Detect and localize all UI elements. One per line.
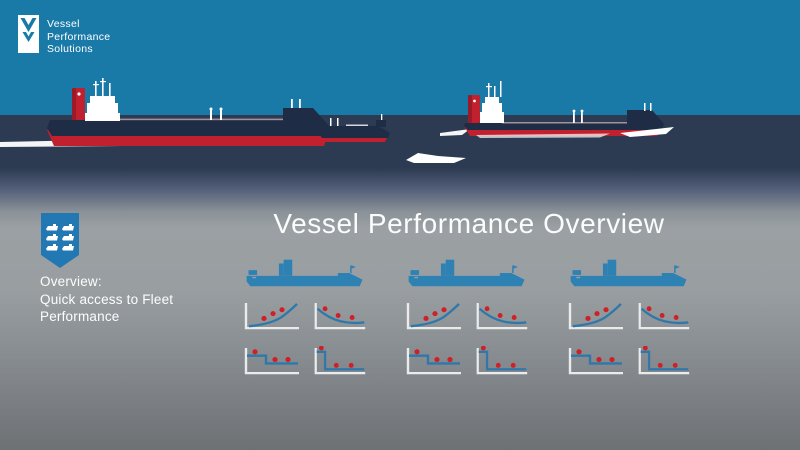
mini-chart-step_early bbox=[314, 346, 366, 375]
logo-line: Vessel bbox=[47, 18, 80, 30]
mini-chart-falling bbox=[638, 302, 690, 330]
mini-chart-grid bbox=[564, 301, 697, 377]
large-tanker-left-icon bbox=[0, 78, 331, 147]
tanker-right-icon bbox=[440, 81, 674, 138]
vps-logo-text: Vessel Performance Solutions bbox=[47, 18, 110, 56]
small-cargo-center-icon bbox=[318, 114, 390, 142]
cargo-ship-icon bbox=[246, 259, 363, 287]
cargo-ship-icon bbox=[570, 259, 687, 287]
vessel-performance-card bbox=[402, 254, 535, 377]
mini-chart-step_early bbox=[476, 346, 528, 375]
page-title: Vessel Performance Overview bbox=[273, 208, 665, 239]
mini-chart-grid bbox=[402, 301, 535, 377]
fleet-shield-icon bbox=[41, 213, 79, 268]
white-wave-icon bbox=[406, 153, 466, 163]
vessel-performance-card bbox=[240, 254, 373, 377]
mini-chart-rising bbox=[406, 302, 461, 330]
logo-line: Performance bbox=[47, 30, 111, 43]
mini-chart-falling bbox=[314, 302, 366, 330]
ocean-illustration: Vessel Performance Solutions bbox=[0, 0, 800, 210]
vps-logo: Vessel Performance Solutions bbox=[18, 15, 110, 56]
caption-line: Overview: bbox=[40, 274, 102, 289]
vps-logo-mark-icon bbox=[18, 15, 39, 53]
mini-chart-rising bbox=[568, 302, 623, 330]
overview-caption: Overview: Quick access to Fleet Performa… bbox=[40, 273, 220, 326]
vessel-cards-row bbox=[240, 254, 697, 377]
overview-panel: Vessel Performance Overview Overview: Qu… bbox=[0, 190, 800, 450]
mini-chart-step_mid bbox=[406, 347, 461, 375]
mini-chart-grid bbox=[240, 301, 373, 377]
caption-line: Performance bbox=[40, 309, 120, 324]
caption-line: Quick access to Fleet bbox=[40, 291, 174, 307]
mini-chart-step_mid bbox=[568, 347, 623, 375]
mini-chart-step_mid bbox=[244, 347, 299, 375]
mini-chart-rising bbox=[244, 302, 299, 330]
cargo-ship-icon bbox=[408, 259, 525, 287]
logo-line: Solutions bbox=[47, 43, 93, 55]
mini-chart-step_early bbox=[638, 346, 690, 375]
vessel-performance-card bbox=[564, 254, 697, 377]
mini-chart-falling bbox=[476, 302, 528, 330]
